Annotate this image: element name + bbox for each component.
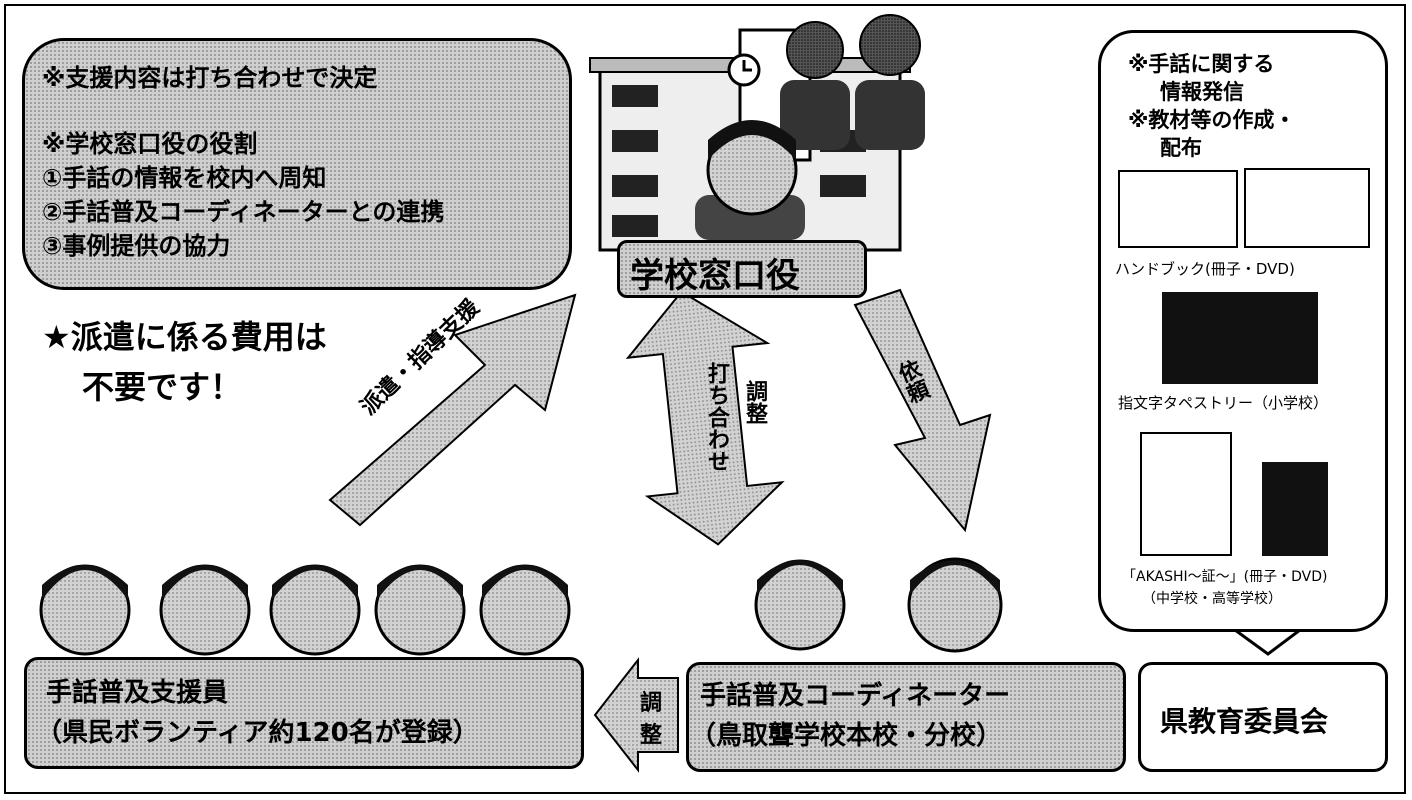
note-line-5: ③事例提供の協力 bbox=[42, 232, 231, 260]
note-line-2: ※学校窓口役の役割 bbox=[42, 130, 258, 158]
contact-person-icon bbox=[695, 120, 805, 240]
request-arrow bbox=[853, 288, 992, 533]
consult-arrow-label-main: 打ち合わせ bbox=[704, 362, 729, 472]
school-contact-label-box bbox=[617, 240, 867, 298]
note-line-1: ※支援内容は打ち合わせで決定 bbox=[42, 64, 378, 92]
coordinator-people-icon bbox=[754, 557, 1003, 653]
tapestry-image bbox=[1162, 292, 1318, 384]
supporters-line-1: 手話普及支援員 bbox=[46, 678, 229, 708]
free-cost-line-2: 不要です！ bbox=[82, 368, 243, 406]
panel-note-2a: ※教材等の作成・ bbox=[1128, 108, 1296, 132]
supporters-line-2: （県民ボランティア約120名が登録） bbox=[36, 718, 479, 748]
consult-arrow-label-adjust: 調整 bbox=[742, 380, 767, 424]
panel-caption-1: ハンドブック(冊子・DVD) bbox=[1115, 260, 1295, 278]
panel-caption-2: 指文字タペストリー（小学校） bbox=[1118, 394, 1329, 412]
handbook-image bbox=[1118, 170, 1238, 248]
panel-note-1b: 情報発信 bbox=[1160, 80, 1244, 104]
adjust-arrow-label-1: 調 bbox=[640, 691, 663, 716]
board-label: 県教育委員会 bbox=[1160, 705, 1329, 738]
coordinator-box bbox=[686, 662, 1126, 772]
adjust-left-arrow bbox=[593, 657, 679, 773]
akashi-dvd-image bbox=[1262, 462, 1328, 556]
supporters-box bbox=[24, 657, 584, 769]
bubble-tail bbox=[1230, 628, 1305, 656]
teacher-people-icon bbox=[780, 14, 925, 150]
panel-note-1a: ※手話に関する bbox=[1128, 52, 1275, 76]
role-note-box bbox=[22, 38, 572, 290]
adjust-arrow-label-2: 整 bbox=[640, 723, 663, 748]
consult-arrow bbox=[625, 290, 785, 546]
coordinator-line-2: （鳥取聾学校本校・分校） bbox=[690, 721, 1003, 751]
note-line-4: ②手話普及コーディネーターとの連携 bbox=[42, 198, 445, 226]
handbook-dvd-image bbox=[1244, 168, 1370, 248]
dispatch-arrow bbox=[328, 293, 577, 527]
panel-note-2b: 配布 bbox=[1160, 136, 1202, 160]
note-line-3: ①手話の情報を校内へ周知 bbox=[42, 164, 327, 192]
board-box bbox=[1138, 662, 1388, 772]
free-cost-line-1: ★派遣に係る費用は bbox=[42, 318, 327, 356]
coordinator-line-1: 手話普及コーディネーター bbox=[700, 681, 1011, 711]
diagram-frame bbox=[4, 4, 1406, 794]
akashi-booklet-image bbox=[1140, 432, 1232, 556]
panel-caption-4: （中学校・高等学校） bbox=[1142, 591, 1282, 607]
supporter-people-icon bbox=[39, 564, 571, 656]
school-contact-label: 学校窓口役 bbox=[630, 256, 800, 296]
panel-caption-3: 「AKASHI～証～」(冊子・DVD) bbox=[1122, 569, 1328, 585]
